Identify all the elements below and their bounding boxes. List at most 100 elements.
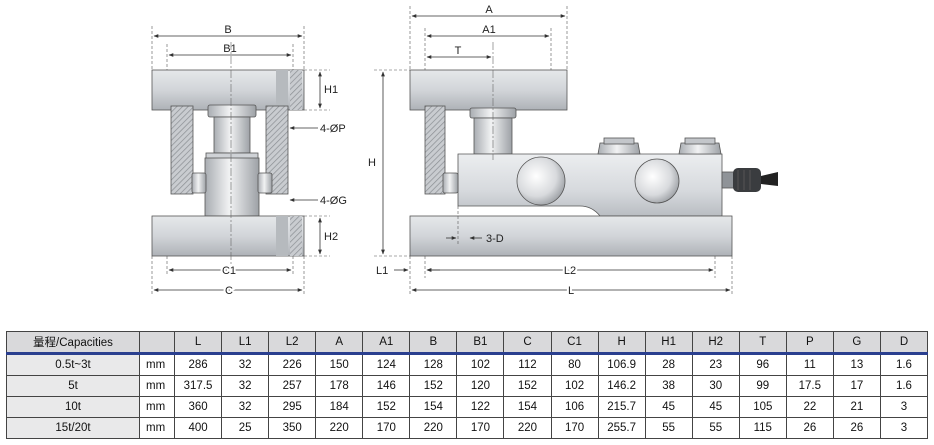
capacity-cell: 5t (6, 375, 140, 397)
value-cell: 38 (644, 375, 693, 397)
header-A: A (315, 331, 364, 355)
value-cell: 226 (268, 353, 317, 376)
value-cell: 170 (550, 417, 599, 439)
value-cell: 26 (832, 417, 881, 439)
table-row: 10t mm 360 32 295 184 152 154 122 154 10… (6, 396, 929, 418)
table-row: 5t mm 317.5 32 257 178 146 152 120 152 1… (6, 375, 929, 397)
dim-label-C: C (225, 285, 233, 297)
right-pillar (265, 105, 289, 195)
gauge-disc-left (516, 156, 566, 206)
dim-label-3-D: 3-D (486, 233, 504, 245)
value-cell: 32 (221, 353, 270, 376)
value-cell: 255.7 (597, 417, 646, 439)
unit-cell: mm (139, 396, 175, 418)
value-cell: 32 (221, 375, 270, 397)
header-L2: L2 (268, 331, 317, 355)
value-cell: 28 (644, 353, 693, 376)
value-cell: 215.7 (597, 396, 646, 418)
left-pillar (170, 105, 194, 195)
value-cell: 128 (409, 353, 458, 376)
value-cell: 317.5 (173, 375, 223, 397)
dim-label-A: A (485, 4, 493, 16)
value-cell: 154 (503, 396, 552, 418)
value-cell: 220 (315, 417, 364, 439)
value-cell: 178 (315, 375, 364, 397)
value-cell: 21 (832, 396, 881, 418)
right-view: A A1 T H 3-D L1 L2 L (368, 4, 778, 299)
table-header-row: 量程/Capacities L L1 L2 A A1 B B1 C C1 H H… (6, 331, 929, 355)
value-cell: 17 (832, 375, 881, 397)
value-cell: 295 (268, 396, 317, 418)
header-H: H (597, 331, 646, 355)
left-view: B B1 H1 4-ØP 4-ØG H2 C1 C (151, 24, 347, 299)
value-cell: 1.6 (879, 375, 929, 397)
dim-label-H1: H1 (324, 84, 338, 96)
bottom-plate-side (409, 215, 733, 257)
dim-label-L: L (568, 285, 574, 297)
value-cell: 124 (362, 353, 411, 376)
value-cell: 3 (879, 396, 929, 418)
value-cell: 13 (832, 353, 881, 376)
value-cell: 152 (503, 375, 552, 397)
value-cell: 350 (268, 417, 317, 439)
value-cell: 1.6 (879, 353, 929, 376)
value-cell: 154 (409, 396, 458, 418)
value-cell: 105 (738, 396, 787, 418)
value-cell: 106 (550, 396, 599, 418)
dim-label-L2: L2 (564, 265, 576, 277)
dim-label-B: B (224, 24, 231, 36)
top-plate-side (409, 69, 568, 111)
value-cell: 257 (268, 375, 317, 397)
value-cell: 152 (362, 396, 411, 418)
header-C1: C1 (550, 331, 599, 355)
value-cell: 26 (785, 417, 834, 439)
value-cell: 55 (644, 417, 693, 439)
dim-label-4-phiP: 4-ØP (320, 123, 346, 135)
value-cell: 152 (409, 375, 458, 397)
header-H1: H1 (644, 331, 693, 355)
value-cell: 170 (362, 417, 411, 439)
value-cell: 146 (362, 375, 411, 397)
header-D: D (879, 331, 929, 355)
value-cell: 220 (409, 417, 458, 439)
header-G: G (832, 331, 881, 355)
value-cell: 102 (550, 375, 599, 397)
dim-label-T: T (455, 45, 462, 57)
value-cell: 25 (221, 417, 270, 439)
value-cell: 122 (456, 396, 505, 418)
value-cell: 146.2 (597, 375, 646, 397)
header-T: T (738, 331, 787, 355)
value-cell: 80 (550, 353, 599, 376)
load-cell-body-end (204, 157, 260, 217)
value-cell: 112 (503, 353, 552, 376)
value-cell: 17.5 (785, 375, 834, 397)
cable-connector (733, 168, 761, 192)
value-cell: 96 (738, 353, 787, 376)
value-cell: 45 (691, 396, 740, 418)
value-cell: 120 (456, 375, 505, 397)
dim-label-C1: C1 (222, 265, 236, 277)
dim-label-L1: L1 (376, 265, 388, 277)
side-pillar (424, 105, 446, 195)
capacity-cell: 10t (6, 396, 140, 418)
value-cell: 32 (221, 396, 270, 418)
value-cell: 99 (738, 375, 787, 397)
dim-label-H2: H2 (324, 231, 338, 243)
value-cell: 23 (691, 353, 740, 376)
value-cell: 22 (785, 396, 834, 418)
value-cell: 45 (644, 396, 693, 418)
value-cell: 106.9 (597, 353, 646, 376)
value-cell: 286 (173, 353, 223, 376)
value-cell: 115 (738, 417, 787, 439)
technical-drawing: B B1 H1 4-ØP 4-ØG H2 C1 C (151, 4, 778, 299)
dim-label-B1: B1 (223, 43, 236, 55)
dim-label-4-phiG: 4-ØG (320, 195, 347, 207)
capacity-cell: 0.5t~3t (6, 353, 140, 376)
gauge-disc-right (634, 158, 680, 204)
value-cell: 150 (315, 353, 364, 376)
load-pin (213, 116, 251, 154)
value-cell: 3 (879, 417, 929, 439)
value-cell: 11 (785, 353, 834, 376)
load-cell-beam (457, 153, 723, 217)
capacity-cell: 15t/20t (6, 417, 140, 439)
